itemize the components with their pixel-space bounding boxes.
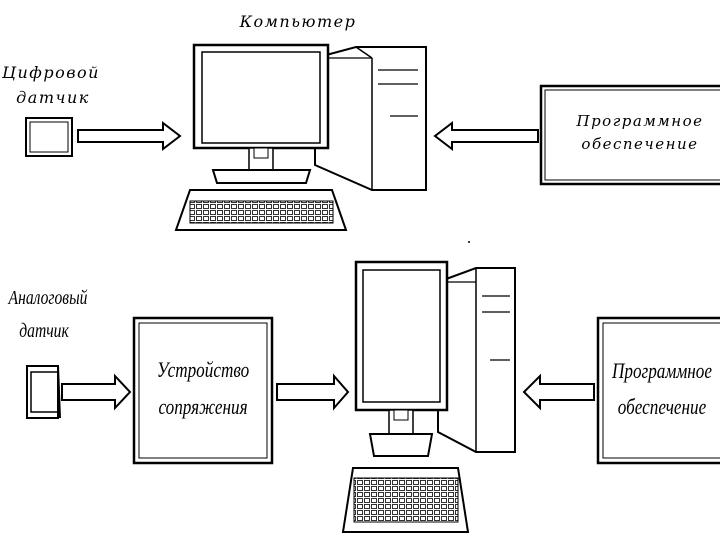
interface-line2: сопряжения — [158, 394, 248, 419]
software-box-top — [539, 84, 720, 186]
separator-dot — [468, 241, 470, 243]
analog-sensor-icon — [26, 365, 61, 419]
digital-sensor-icon — [25, 117, 73, 157]
analog-sensor-label-line1: Аналоговый — [8, 287, 88, 309]
software-box-bottom — [596, 316, 720, 465]
software-bottom-line2: обеспечение — [617, 394, 707, 419]
software-top-line1: Программное — [576, 112, 704, 130]
arrow-software-to-computer-top — [433, 120, 539, 152]
computer-tower-top — [314, 46, 427, 191]
computer-monitor-top — [192, 43, 330, 184]
software-bottom-line1: Программное — [611, 358, 713, 383]
software-top-line2: обеспечение — [581, 135, 699, 153]
analog-sensor-label-line2: датчик — [19, 320, 69, 342]
computer-monitor-bottom — [354, 260, 449, 457]
digital-sensor-label-line1: Цифровой — [2, 63, 100, 82]
keyboard-top — [174, 189, 348, 231]
digital-sensor-label-line2: датчик — [16, 88, 90, 107]
arrow-sensor-to-interface — [61, 373, 132, 411]
interface-line1: Устройство — [156, 357, 250, 382]
computer-tower-bottom — [437, 267, 516, 453]
arrow-software-to-computer-bottom — [522, 373, 595, 411]
computer-label: Компьютер — [239, 12, 357, 31]
interface-device-box — [132, 316, 274, 465]
arrow-sensor-to-computer — [77, 120, 182, 152]
arrow-interface-to-computer — [276, 373, 350, 411]
keyboard-bottom — [341, 467, 470, 533]
